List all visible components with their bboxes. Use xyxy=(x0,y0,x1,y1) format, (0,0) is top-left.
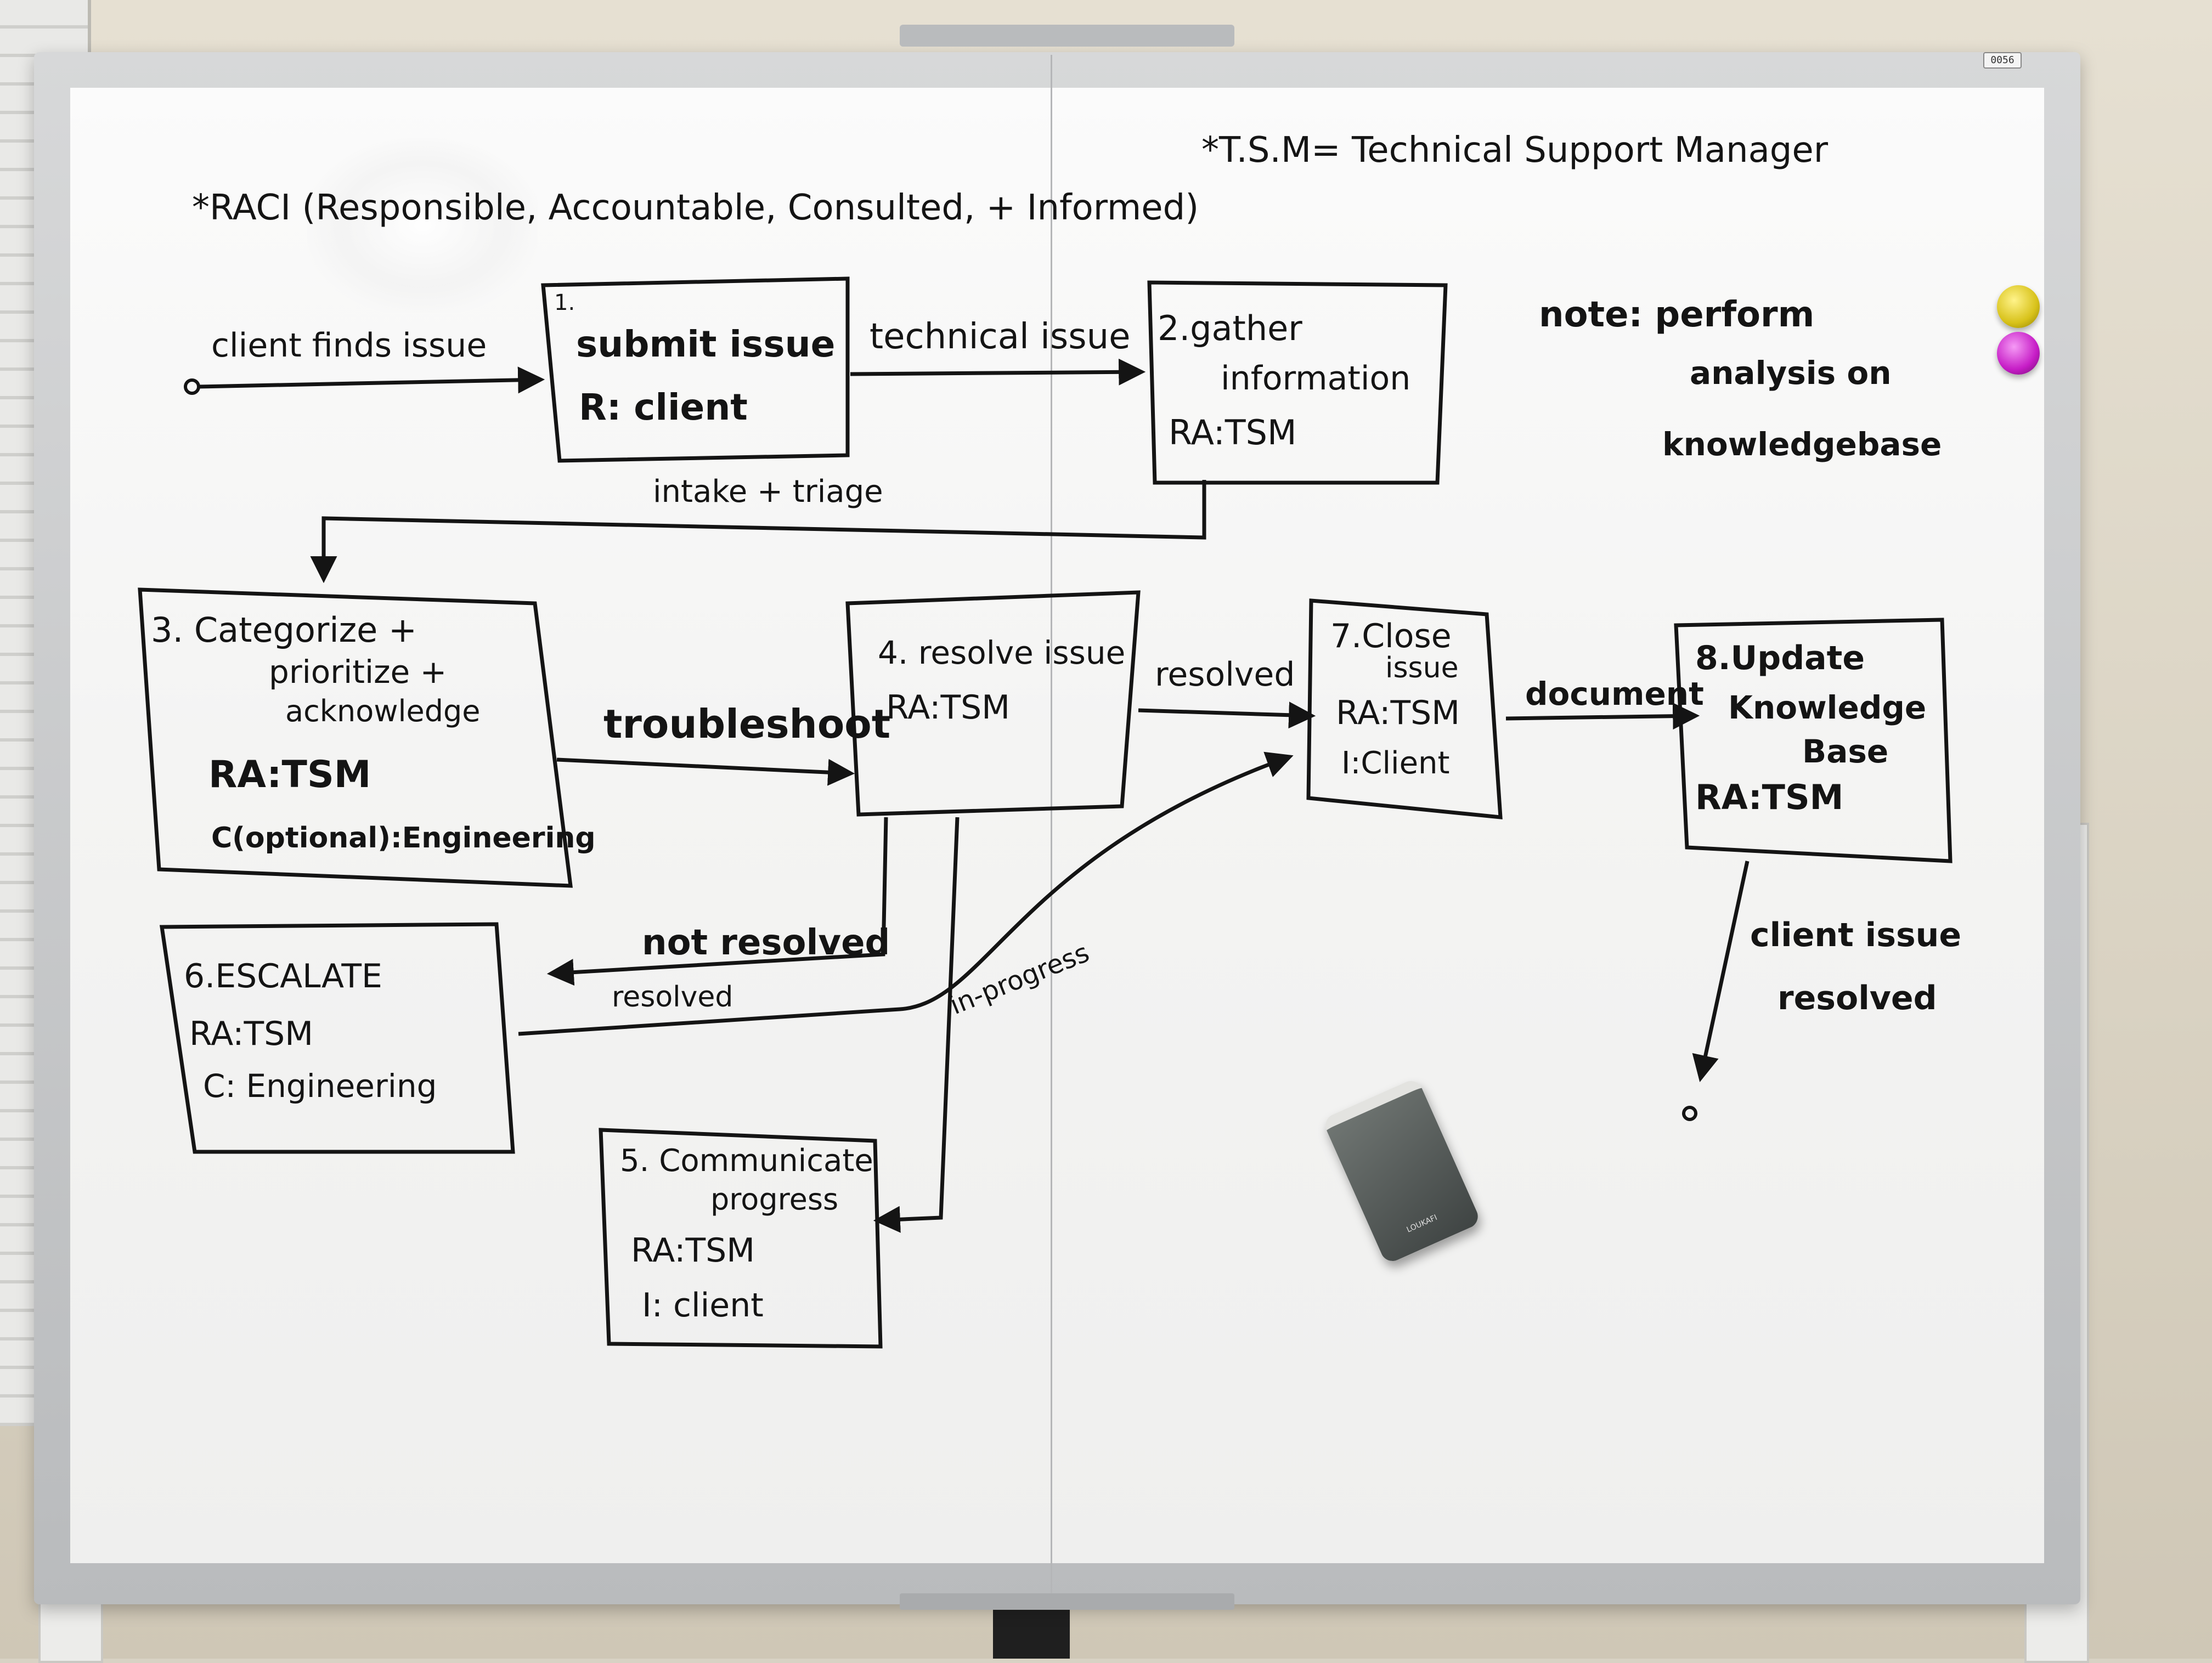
light-reflection xyxy=(307,137,538,313)
node-3-role-ra: RA:TSM xyxy=(208,753,371,796)
board-id-label: 0056 xyxy=(1983,52,2022,69)
node-6-role-ra: RA:TSM xyxy=(189,1015,313,1053)
arrow-1-to-2 xyxy=(850,358,1146,386)
purple-magnet[interactable] xyxy=(1997,332,2040,375)
arrow-start-to-1 xyxy=(198,366,545,394)
arrow-2-to-3 xyxy=(310,480,1206,584)
label-client-issue: client issue xyxy=(1750,916,1961,954)
node-5-role-i: I: client xyxy=(642,1286,764,1325)
node-7-subtitle: issue xyxy=(1385,652,1459,685)
node-2-gather-information: 2.gather information RA:TSM xyxy=(1147,280,1448,485)
node-1-submit-issue: 1. submit issue R: client xyxy=(541,276,850,463)
side-note-line-1: note: perform xyxy=(1539,295,1814,335)
arrow-7-to-8 xyxy=(1505,703,1700,730)
raci-note: *RACI (Responsible, Accountable, Consult… xyxy=(192,188,1199,228)
node-6-title: 6.ESCALATE xyxy=(184,957,382,995)
label-technical-issue: technical issue xyxy=(870,316,1131,357)
node-8-update-knowledge-base: 8.Update Knowledge Base RA:TSM xyxy=(1674,618,1953,863)
node-7-close-issue: 7.Close issue RA:TSM I:Client xyxy=(1306,598,1503,819)
yellow-magnet[interactable] xyxy=(1997,285,2040,328)
label-intake-triage: intake + triage xyxy=(653,474,883,510)
label-in-progress: in-progress xyxy=(946,937,1094,1021)
arrow-6-to-7 xyxy=(518,751,1294,1036)
node-3-line-2: prioritize + xyxy=(269,653,447,691)
arrow-8-to-end xyxy=(1692,861,1750,1082)
node-1-title: submit issue xyxy=(576,323,835,365)
node-8-line-3: Base xyxy=(1802,733,1888,770)
node-4-title: 4. resolve issue xyxy=(878,634,1125,671)
node-5-title: 5. Communicate xyxy=(620,1143,873,1179)
node-8-role: RA:TSM xyxy=(1695,777,1843,817)
side-note-line-3: knowledgebase xyxy=(1662,426,1942,463)
arrow-4-to-6 xyxy=(546,817,888,986)
end-node xyxy=(1682,1106,1697,1121)
node-2-subtitle: information xyxy=(1221,359,1410,398)
node-1-number: 1. xyxy=(554,290,575,315)
node-5-role-ra: RA:TSM xyxy=(631,1231,755,1270)
node-3-line-3: acknowledge xyxy=(285,694,480,728)
arrow-4-to-7 xyxy=(1138,702,1316,729)
node-5-communicate-progress: 5. Communicate progress RA:TSM I: client xyxy=(599,1128,883,1349)
node-7-title: 7.Close xyxy=(1330,617,1452,655)
node-7-role-ra: RA:TSM xyxy=(1336,694,1460,732)
label-resolved-4-7: resolved xyxy=(1155,655,1295,694)
label-not-resolved: not resolved xyxy=(642,923,890,963)
node-2-role: RA:TSM xyxy=(1169,412,1297,452)
start-node xyxy=(184,378,200,395)
node-6-role-c: C: Engineering xyxy=(203,1067,437,1105)
side-note-line-2: analysis on xyxy=(1690,354,1892,392)
node-3-role-c: C(optional):Engineering xyxy=(211,822,596,855)
arrow-4-to-5 xyxy=(873,817,960,1233)
node-7-role-i: I:Client xyxy=(1341,745,1450,781)
node-3-categorize: 3. Categorize + prioritize + acknowledge… xyxy=(138,587,596,888)
node-8-title: 8.Update xyxy=(1695,639,1865,677)
label-client-finds-issue: client finds issue xyxy=(211,326,487,365)
top-bracket xyxy=(900,25,1234,47)
node-4-resolve-issue: 4. resolve issue RA:TSM xyxy=(845,590,1141,817)
tsm-note: *T.S.M= Technical Support Manager xyxy=(1201,130,1829,171)
node-2-title: 2.gather xyxy=(1158,308,1302,348)
node-1-role: R: client xyxy=(579,386,748,428)
label-resolved-6-7: resolved xyxy=(612,981,733,1014)
whiteboard-surface xyxy=(70,88,2044,1563)
node-5-subtitle: progress xyxy=(710,1182,838,1217)
label-resolved-end: resolved xyxy=(1778,979,1937,1017)
label-troubleshoot: troubleshoot xyxy=(603,701,890,747)
node-4-role: RA:TSM xyxy=(886,688,1010,727)
node-6-escalate: 6.ESCALATE RA:TSM C: Engineering xyxy=(159,922,515,1154)
marker-tray xyxy=(900,1593,1234,1610)
arrow-3-to-4 xyxy=(556,757,855,786)
node-3-title: 3. Categorize + xyxy=(151,610,417,650)
label-document: document xyxy=(1525,675,1704,712)
node-8-line-2: Knowledge xyxy=(1728,689,1926,726)
board-seam xyxy=(1051,55,1052,1602)
